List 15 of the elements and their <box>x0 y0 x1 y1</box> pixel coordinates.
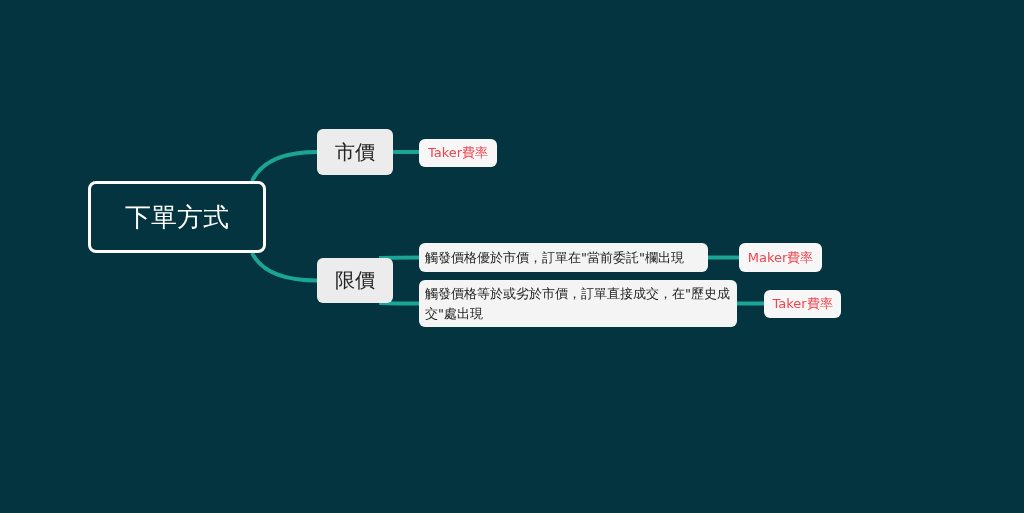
fee-label-box: Taker費率 <box>764 290 841 318</box>
condition-box: 觸發價格優於市價，訂單在"當前委託"欄出現 <box>419 243 708 272</box>
connector-line <box>708 255 739 260</box>
connector-line <box>378 301 419 306</box>
topic-box: 市價 <box>317 129 393 175</box>
connector-line <box>378 255 419 260</box>
connector-line <box>250 252 318 283</box>
central-topic-box: 下單方式 <box>88 181 266 253</box>
condition-box: 觸發價格等於或劣於市價，訂單直接成交，在"歷史成交"處出現 <box>419 280 737 327</box>
connector-line <box>393 150 419 154</box>
fee-label-box: Maker費率 <box>739 243 822 272</box>
connector-line <box>250 150 318 182</box>
fee-label-box: Taker費率 <box>419 139 497 167</box>
connector-line <box>737 301 764 306</box>
topic-box: 限價 <box>317 258 393 303</box>
